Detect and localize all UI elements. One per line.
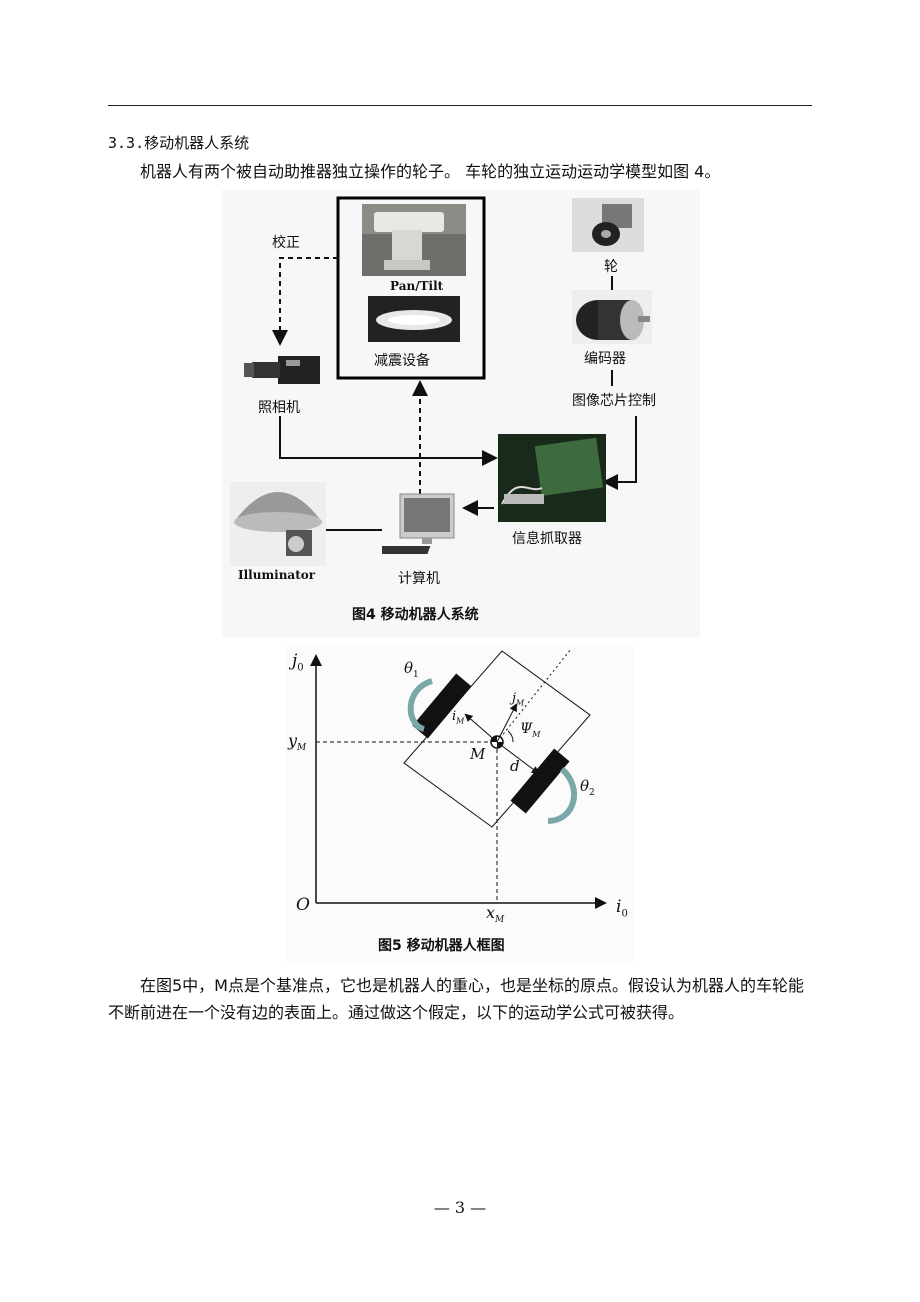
figure-4-system-diagram: Pan/Tilt 减震设备 校正 照相机 轮 编码器 图像芯片控制 xyxy=(222,190,700,638)
theta2-arrow xyxy=(547,766,578,824)
page-number: — 3 — xyxy=(433,1198,487,1217)
theta2-label: θ2 xyxy=(580,777,595,798)
computer-image xyxy=(382,493,455,554)
point-m-label: M xyxy=(470,745,486,763)
pantilt-box xyxy=(336,196,486,380)
info-grabber-image xyxy=(498,434,606,522)
d-label: d xyxy=(510,757,520,775)
figure-5-robot-frame: j0 i0 O yM xM θ1 θ2 M iM jM ΨM d 图5 移动机器… xyxy=(286,645,634,963)
encoder-label: 编码器 xyxy=(584,351,626,367)
body-paragraph: 在图5中，M点是个基准点，它也是机器人的重心，也是坐标的原点。假设认为机器人的车… xyxy=(108,976,804,1022)
camera-label: 照相机 xyxy=(258,400,300,416)
figure-4-caption: 图4 移动机器人系统 xyxy=(352,607,479,623)
left-wheel xyxy=(412,673,472,739)
calibration-label: 校正 xyxy=(272,235,300,251)
figure-5-drawing xyxy=(310,648,607,909)
origin-label: O xyxy=(296,895,310,915)
x-axis-label: i0 xyxy=(616,897,628,920)
wheel-label: 轮 xyxy=(604,259,618,275)
pantilt-camera-image xyxy=(362,204,466,276)
jm-label: jM xyxy=(512,691,525,708)
illuminator-image xyxy=(230,482,326,566)
camera-image xyxy=(244,356,320,384)
header-rule xyxy=(108,105,812,106)
theta1-label: θ1 xyxy=(404,659,419,680)
figure-5-caption: 图5 移动机器人框图 xyxy=(378,938,505,954)
info-grabber-label: 信息抓取器 xyxy=(512,531,582,547)
damping-label: 减震设备 xyxy=(374,353,430,369)
im-label: iM xyxy=(452,709,465,726)
figure-4-connectors xyxy=(272,196,637,531)
computer-label: 计算机 xyxy=(398,571,440,587)
psi-label: ΨM xyxy=(520,721,541,739)
section-heading: 3.3.移动机器人系统 xyxy=(108,134,250,152)
theta1-arrow xyxy=(407,678,434,732)
encoder-image xyxy=(572,290,652,344)
ym-label: yM xyxy=(288,731,307,754)
right-wheel xyxy=(510,748,570,814)
xm-label: xM xyxy=(486,903,505,926)
wheel-image xyxy=(572,198,644,252)
pantilt-label: Pan/Tilt xyxy=(390,279,444,293)
y-axis-label: j0 xyxy=(292,651,304,674)
image-chip-label: 图像芯片控制 xyxy=(572,393,656,409)
intro-text: 机器人有两个被自动助推器独立操作的轮子。 车轮的独立运动运动学模型如图 4。 xyxy=(140,162,721,181)
damping-device-image xyxy=(368,296,460,342)
illuminator-label: Illuminator xyxy=(238,568,316,582)
